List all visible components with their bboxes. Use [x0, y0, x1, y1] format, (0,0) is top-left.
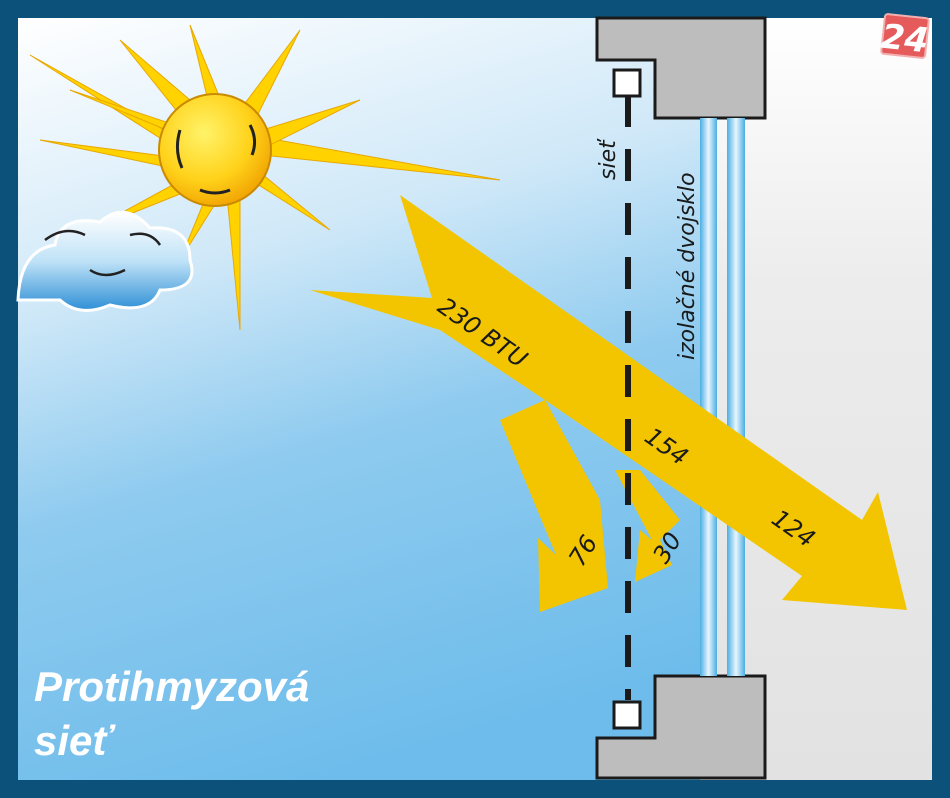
arrow-reflected-screen [500, 400, 608, 612]
window-frame-top [595, 16, 767, 120]
window-frame-bottom [595, 674, 767, 780]
title-line-1: Protihmyzová [34, 663, 310, 710]
label-screen: sieť [596, 138, 621, 180]
title-line-2: sieť [34, 717, 113, 764]
glass-pane-outer [700, 118, 717, 676]
logo-24: 24 [879, 13, 930, 62]
logo-text: 24 [879, 17, 930, 62]
glass-pane-inner [727, 118, 745, 676]
label-glass: izolačné dvojsklo [675, 172, 700, 360]
arrow-transmitted [310, 195, 907, 610]
page-title: Protihmyzová sieť [34, 660, 309, 768]
screen-clip-bottom [612, 700, 642, 730]
screen-clip-top [612, 68, 642, 98]
sun-icon [29, 24, 501, 331]
cloud-icon [16, 210, 194, 312]
arrow-reflected-glass [615, 470, 680, 582]
